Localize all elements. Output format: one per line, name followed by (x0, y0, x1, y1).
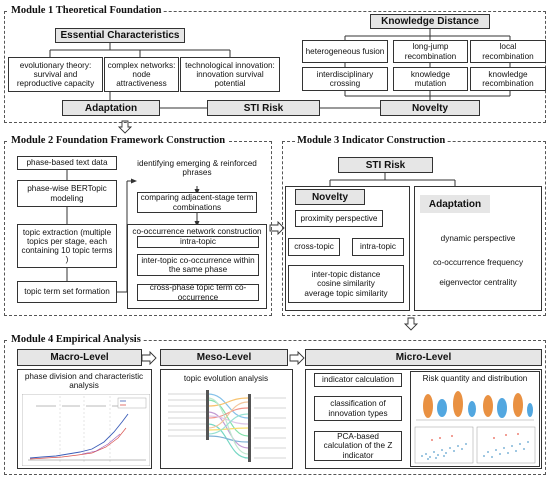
eigenvector-centrality: eigenvector centrality (439, 278, 517, 287)
topic-extraction: topic extraction (multiple topics per st… (17, 224, 117, 268)
module4-title: Module 4 Empirical Analysis (9, 334, 143, 345)
essential-item-evolutionary: evolutionary theory: survival and reprod… (8, 57, 103, 92)
cooc-title: co-occurrence network construction (132, 227, 262, 236)
cooc-inter-topic: inter-topic co-occurrence within the sam… (137, 254, 259, 276)
m1-adaptation: Adaptation (62, 100, 160, 116)
intra-topic: intra-topic (352, 238, 404, 256)
meso-text: topic evolution analysis (183, 374, 269, 383)
dynamic-perspective: dynamic perspective (440, 234, 516, 243)
kd-knowledge-mutation: knowledge mutation (393, 67, 468, 91)
m1-novelty: Novelty (380, 100, 480, 116)
phase-wise-bertopic: phase-wise BERTopic modeling (17, 180, 117, 207)
essential-item-technological: technological innovation: innovation sur… (180, 57, 280, 92)
kd-long-jump-recombination: long-jump recombination (393, 40, 468, 63)
micro-level: Micro-Level (305, 349, 542, 366)
meso-level: Meso-Level (160, 349, 288, 366)
meso-topic-evolution-chart (168, 390, 286, 462)
risk-violin-chart (416, 391, 534, 421)
identifying-phrases: identifying emerging & reinforced phrase… (137, 159, 257, 178)
topic-term-set-formation: topic term set formation (17, 281, 117, 303)
cooccurrence-frequency: co-occurrence frequency (432, 258, 524, 267)
essential-item-complex-networks: complex networks: node attractiveness (104, 57, 179, 92)
m1-sti-risk: STI Risk (207, 100, 320, 116)
m3-sti-risk: STI Risk (338, 157, 433, 173)
metric-inter-topic-distance: inter-topic distance (311, 270, 381, 280)
module1-title: Module 1 Theoretical Foundation (9, 5, 164, 16)
kd-interdisciplinary-crossing: interdisciplinary crossing (302, 67, 388, 91)
comparing-term-combinations: comparing adjacent-stage term combinatio… (137, 192, 257, 213)
metric-average-topic-similarity: average topic similarity (304, 288, 388, 298)
cooc-cross-phase: cross-phase topic term co-occurrence (137, 283, 259, 302)
cooc-intra-topic: intra-topic (137, 236, 259, 248)
macro-phase-chart (22, 394, 150, 466)
metric-cosine-similarity: cosine similarity (317, 279, 375, 289)
module2-title: Module 2 Foundation Framework Constructi… (9, 135, 228, 146)
phase-based-text-data: phase-based text data (17, 156, 117, 170)
macro-text: phase division and characteristic analys… (24, 372, 144, 391)
pca-z-indicator: PCA-based calculation of the Z indicator (314, 431, 402, 461)
cross-topic: cross-topic (288, 238, 340, 256)
essential-characteristics-header: Essential Characteristics (55, 28, 185, 43)
kd-knowledge-recombination: knowledge recombination (470, 67, 546, 91)
module4-frame (4, 340, 546, 475)
knowledge-distance-header: Knowledge Distance (370, 14, 490, 29)
classification-innovation-types: classification of innovation types (314, 396, 402, 421)
novelty-metrics: inter-topic distance cosine similarity a… (288, 265, 404, 303)
risk-scatter-chart (414, 426, 536, 464)
meso-panel (160, 369, 293, 469)
risk-title: Risk quantity and distribution (422, 374, 528, 383)
module3-title: Module 3 Indicator Construction (295, 135, 448, 146)
m3-novelty: Novelty (295, 189, 365, 205)
m3-adaptation: Adaptation (420, 195, 490, 213)
macro-level: Macro-Level (17, 349, 142, 366)
kd-heterogeneous-fusion: heterogeneous fusion (302, 40, 388, 63)
indicator-calculation: indicator calculation (314, 373, 402, 387)
kd-local-recombination: local recombination (470, 40, 546, 63)
proximity-perspective: proximity perspective (295, 210, 383, 227)
